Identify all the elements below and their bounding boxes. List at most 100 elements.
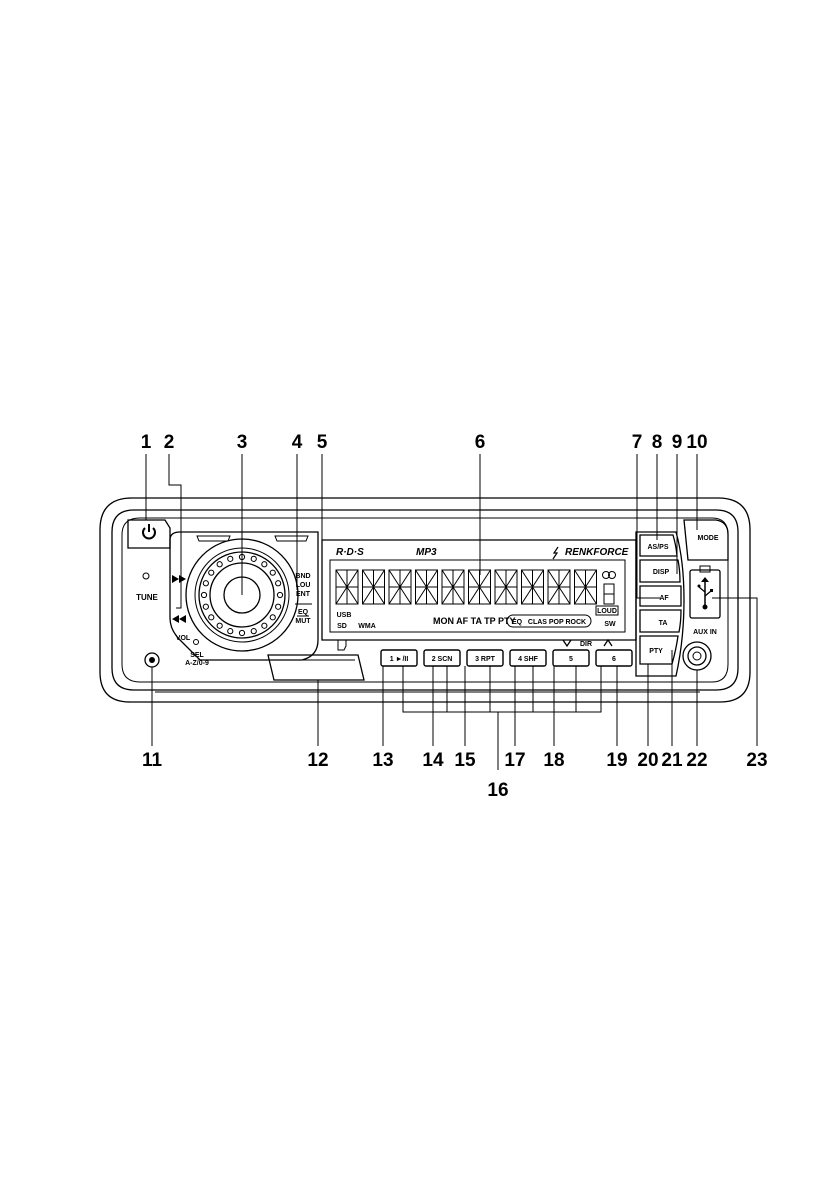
radio-housing (100, 498, 750, 702)
brand-logo: RENKFORCE (565, 547, 629, 558)
dir-down-icon (563, 640, 571, 646)
knob-grip-dot (270, 570, 275, 575)
callout-number-5: 5 (317, 432, 328, 453)
callout-number-21: 21 (661, 750, 683, 771)
preset-button-6[interactable]: 6 (596, 650, 632, 666)
mut-label: MUT (295, 618, 311, 625)
lcd-digit (548, 570, 570, 604)
knob-grip-dot (203, 581, 208, 586)
knob-grip-dot (203, 604, 208, 609)
dir-up-icon (604, 640, 612, 646)
rewind-icon (172, 615, 186, 623)
power-icon (143, 524, 155, 538)
knob-grip-dot (276, 581, 281, 586)
knob-grip-dot (209, 570, 214, 575)
svg-text:AF: AF (659, 595, 669, 602)
svg-text:TA: TA (659, 620, 668, 627)
lcd-small-digit (604, 584, 614, 604)
lcd-digit (575, 570, 597, 604)
sel-push-icon (194, 640, 199, 645)
preset-button-4[interactable]: 4 SHF (510, 650, 546, 666)
lcd-digit (442, 570, 464, 604)
aux-in-label: AUX IN (693, 629, 717, 636)
card-slot-marker (338, 640, 346, 650)
lcd-digit (363, 570, 385, 604)
knob-grip-dot (239, 630, 244, 635)
callout-number-19: 19 (606, 750, 627, 771)
callout-number-10: 10 (686, 432, 707, 453)
svg-text:MODE: MODE (698, 535, 719, 542)
usb-port[interactable] (690, 566, 720, 618)
knob-grip-dot (277, 592, 282, 597)
preset-button-5[interactable]: 5 (553, 650, 589, 666)
knob-grip-dot (201, 592, 206, 597)
af-button[interactable]: AF (640, 586, 681, 606)
knob-grip-dot (228, 629, 233, 634)
knob-grip-dot (251, 629, 256, 634)
aux-in-jack[interactable] (683, 642, 711, 670)
card-slot[interactable] (268, 655, 364, 680)
callout-number-3: 3 (237, 432, 248, 453)
preset-button-label: 5 (569, 656, 573, 663)
lcd-digit (522, 570, 544, 604)
knob-grip-dot (217, 623, 222, 628)
preset-button-label: 1 ►/II (390, 656, 409, 663)
callout-number-22: 22 (686, 750, 707, 771)
callout-number-1: 1 (141, 432, 152, 453)
callout-number-15: 15 (454, 750, 476, 771)
callout-number-6: 6 (475, 432, 486, 453)
callout-number-4: 4 (292, 432, 303, 453)
mp3-logo: MP3 (416, 547, 437, 558)
knob-grip-dot (209, 615, 214, 620)
mode-button[interactable]: MODE (684, 520, 728, 560)
wma-indicator: WMA (358, 623, 376, 630)
sw-indicator: SW (604, 621, 616, 628)
sel-label: SEL (190, 652, 204, 659)
ta-button[interactable]: TA (640, 610, 681, 632)
usb-indicator: USB (337, 612, 352, 619)
preset-button-2[interactable]: 2 SCN (424, 650, 460, 666)
power-button[interactable] (128, 520, 170, 548)
callout-number-18: 18 (543, 750, 564, 771)
lcd-digit (416, 570, 438, 604)
knob-grip-dot (276, 604, 281, 609)
usb-icon (698, 577, 714, 610)
callout-number-17: 17 (504, 750, 525, 771)
eq-tag: EQ (512, 619, 523, 626)
fast-forward-icon (172, 575, 186, 583)
status-indicators: MON AF TA TP PTY (433, 616, 516, 626)
preset-button-label: 6 (612, 656, 616, 663)
eq-label: EQ (298, 609, 309, 616)
preset-button-1[interactable]: 1 ►/II (381, 650, 417, 666)
preset-button-label: 2 SCN (432, 656, 453, 663)
seek-back-button[interactable] (172, 615, 186, 623)
callout-number-9: 9 (672, 432, 683, 453)
callout-number-8: 8 (652, 432, 663, 453)
callout-number-14: 14 (422, 750, 444, 771)
rds-logo: R·D·S (336, 547, 364, 558)
lou-label: LOU (296, 582, 311, 589)
preset-buttons: 1 ►/II 2 SCN 3 RPT 4 SHF 5 6 (381, 650, 632, 666)
led-indicator (143, 573, 149, 579)
lcd-digit (389, 570, 411, 604)
reset-button[interactable] (145, 653, 159, 667)
disp-button[interactable]: DISP (640, 560, 680, 582)
svg-text:AS/PS: AS/PS (647, 544, 668, 551)
knob-grip-dot (270, 615, 275, 620)
callout-number-11: 11 (142, 750, 163, 771)
preset-button-3[interactable]: 3 RPT (467, 650, 503, 666)
callout-number-12: 12 (307, 750, 328, 771)
preset-button-label: 3 RPT (475, 656, 496, 663)
knob-grip-dot (262, 623, 267, 628)
svg-text:PTY: PTY (649, 648, 663, 655)
svg-text:DISP: DISP (653, 569, 670, 576)
preset-button-label: 4 SHF (518, 656, 539, 663)
callout-number-7: 7 (632, 432, 643, 453)
ent-label: ENT (296, 591, 311, 598)
seek-forward-button[interactable] (172, 575, 186, 583)
callout-number-23: 23 (746, 750, 767, 771)
sel-sub-label: A-Z/0-9 (185, 660, 209, 667)
knob-grip-dot (228, 556, 233, 561)
as-ps-button[interactable]: AS/PS (640, 535, 677, 556)
